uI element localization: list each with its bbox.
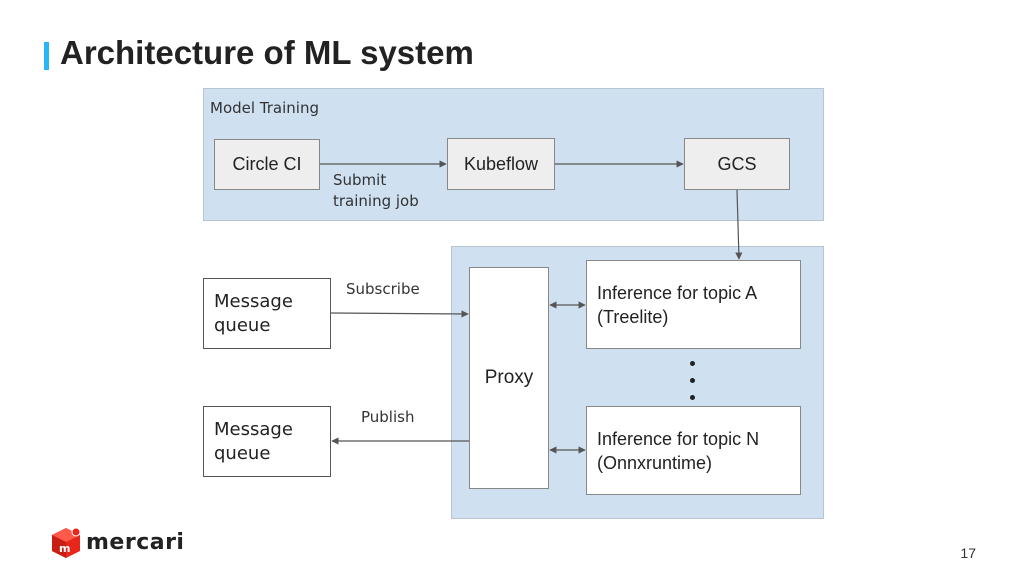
node-circle-ci-label: Circle CI: [232, 154, 302, 174]
node-kubeflow-label: Kubeflow: [463, 153, 539, 174]
node-message-queue-out-label: Message queue: [214, 418, 293, 464]
node-circle-ci: Circle CI: [214, 139, 320, 190]
arrow-gcs-to-inference: [735, 189, 743, 260]
page-title: Architecture of ML system: [60, 34, 474, 71]
edge-label-submit: Submit training job: [333, 171, 419, 210]
model-training-label: Model Training: [210, 99, 319, 117]
node-message-queue-in-label: Message queue: [214, 290, 293, 336]
node-message-queue-in: Message queue: [203, 278, 331, 349]
node-proxy: Proxy: [469, 267, 549, 489]
node-gcs: GCS: [684, 138, 790, 190]
node-inference-topic-a: Inference for topic A (Treelite): [586, 260, 801, 349]
arrow-mq-to-proxy: [330, 310, 469, 318]
title-accent-bar: [44, 42, 49, 70]
node-kubeflow: Kubeflow: [447, 138, 555, 190]
node-gcs-label: GCS: [717, 153, 757, 174]
page-number: 17: [960, 545, 976, 561]
mercari-logo-text: mercari: [86, 530, 185, 555]
mercari-logo-icon: m: [52, 527, 81, 558]
node-message-queue-out: Message queue: [203, 406, 331, 477]
ellipsis-dot: [690, 378, 695, 383]
node-inference-topic-n: Inference for topic N (Onnxruntime): [586, 406, 801, 495]
node-inference-topic-a-label: Inference for topic A (Treelite): [597, 282, 758, 327]
node-inference-topic-n-label: Inference for topic N (Onnxruntime): [597, 428, 760, 473]
logo-mark: m: [59, 542, 70, 555]
ellipsis-dot: [690, 395, 695, 400]
node-proxy-label: Proxy: [484, 367, 534, 388]
edge-label-publish: Publish: [361, 408, 415, 426]
ellipsis-dot: [690, 361, 695, 366]
edge-label-subscribe: Subscribe: [346, 280, 420, 298]
